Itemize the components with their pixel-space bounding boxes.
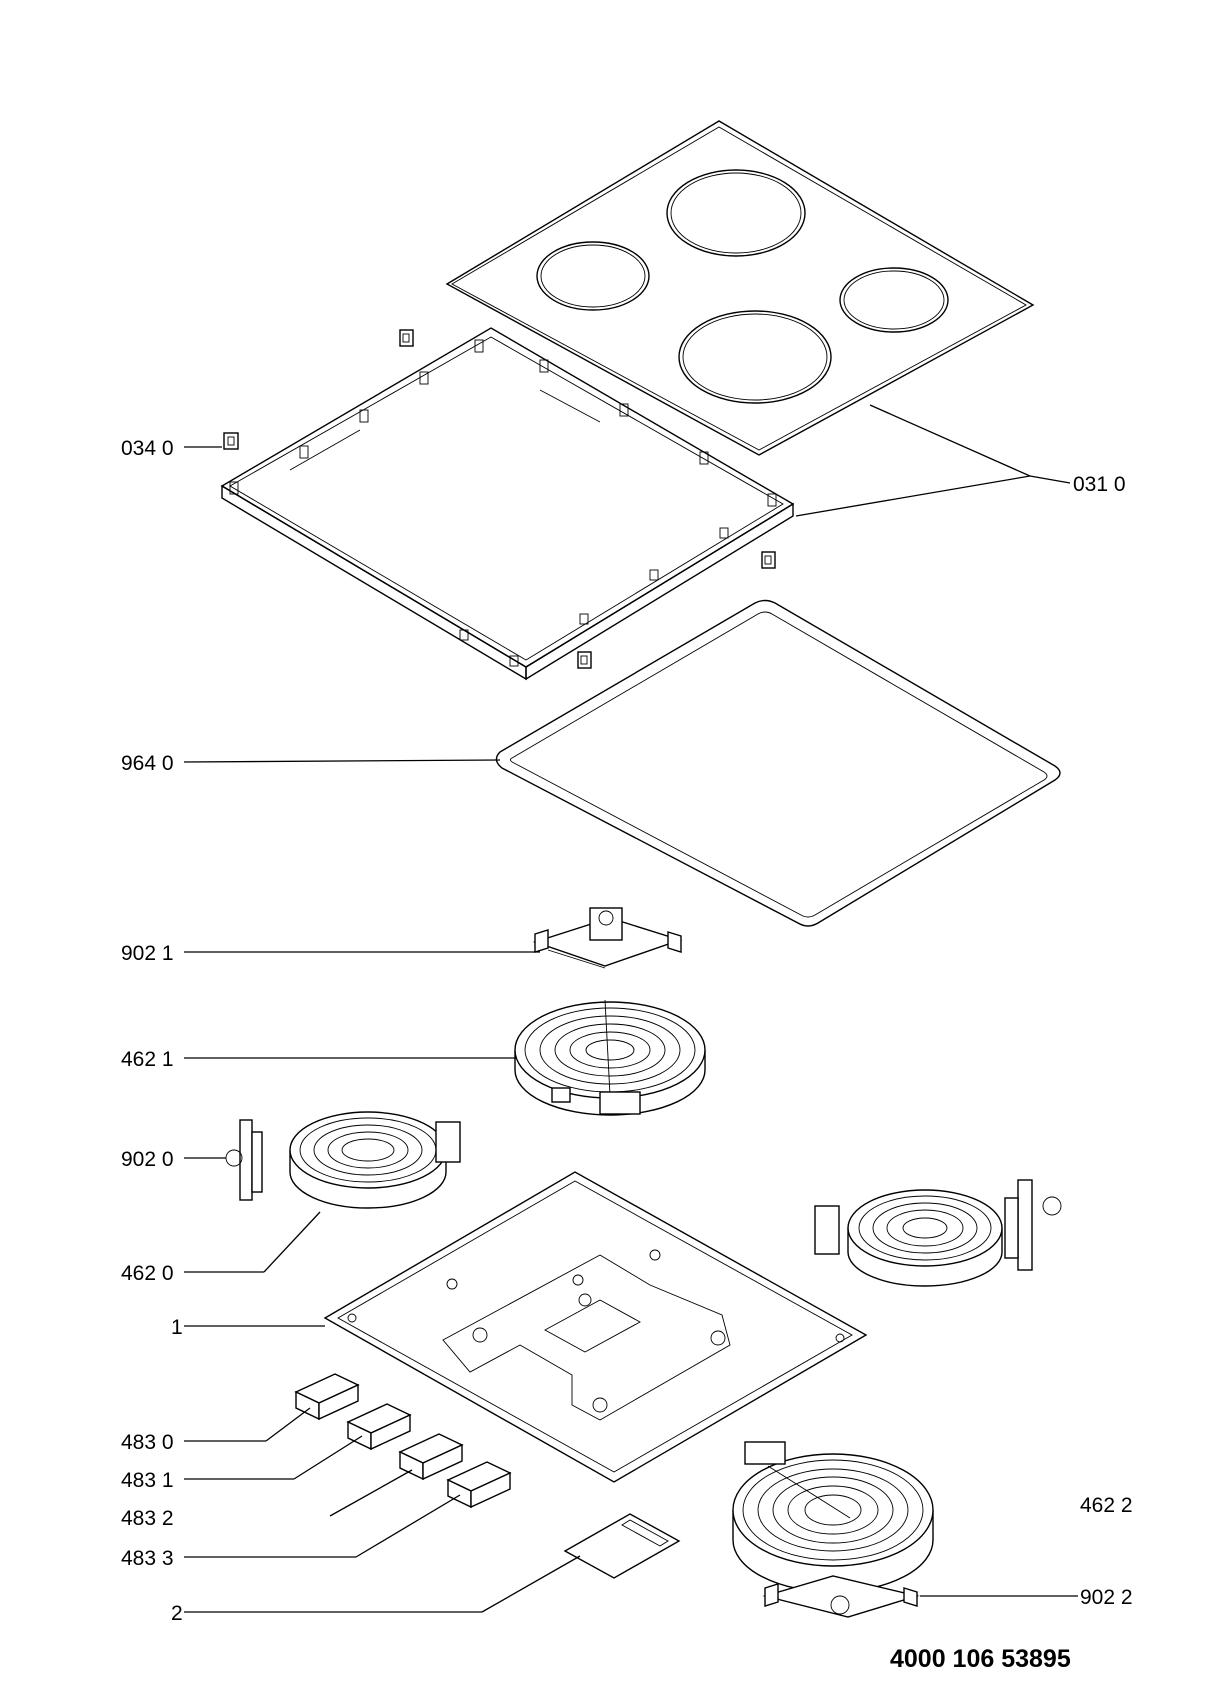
seal-gasket xyxy=(495,599,1061,927)
glass-ceramic-top xyxy=(445,120,1035,456)
document-number: 4000 106 53895 xyxy=(890,1645,1071,1673)
callout-483-0: 483 0 xyxy=(121,1431,174,1454)
callout-902-1: 902 1 xyxy=(121,942,174,965)
frame xyxy=(220,327,795,681)
callout-902-0: 902 0 xyxy=(121,1148,174,1171)
callout-labels: 034 0 031 0 964 0 902 1 462 1 902 0 462 … xyxy=(121,437,1133,1625)
callout-483-3: 483 3 xyxy=(121,1547,174,1570)
callout-483-2: 483 2 xyxy=(121,1507,174,1530)
bracket-top xyxy=(532,907,683,969)
callout-483-1: 483 1 xyxy=(121,1469,174,1492)
mounting-clips xyxy=(223,329,776,669)
heating-element-top xyxy=(514,999,706,1116)
callout-462-1: 462 1 xyxy=(121,1048,174,1071)
leader-lines xyxy=(183,404,1078,1613)
base-tray xyxy=(323,1171,868,1483)
callout-462-2: 462 2 xyxy=(1080,1494,1133,1517)
callout-964-0: 964 0 xyxy=(121,752,174,775)
callout-902-2: 902 2 xyxy=(1080,1586,1133,1609)
callout-1: 1 xyxy=(171,1316,183,1339)
callout-031-0: 031 0 xyxy=(1073,473,1126,496)
callout-2: 2 xyxy=(171,1602,183,1625)
terminal-blocks xyxy=(294,1373,512,1509)
heating-element-left xyxy=(225,1111,461,1209)
cover-plate xyxy=(563,1513,681,1579)
heating-element-right xyxy=(814,1179,1062,1287)
heating-element-bottom xyxy=(732,1441,934,1593)
bracket-bottom xyxy=(762,1575,920,1618)
callout-462-0: 462 0 xyxy=(121,1262,174,1285)
callout-034-0: 034 0 xyxy=(121,437,174,460)
